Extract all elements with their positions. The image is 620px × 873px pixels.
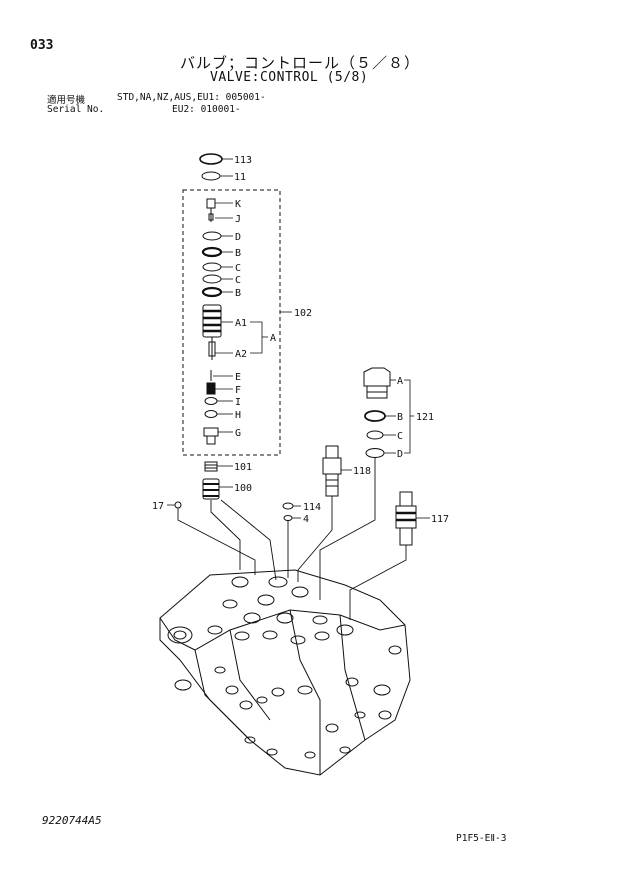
- o-ring-113: [199, 153, 223, 165]
- ring-i: [204, 397, 218, 405]
- page-number: 033: [30, 38, 54, 53]
- label-102: 102: [294, 308, 312, 319]
- label-f: F: [235, 385, 241, 396]
- label-121b: B: [397, 412, 403, 423]
- title-english: VALVE:CONTROL (5/8): [210, 70, 369, 85]
- label-11: 11: [234, 172, 246, 183]
- stem-a2: [208, 337, 216, 360]
- label-a2: A2: [235, 349, 247, 360]
- label-121c: C: [397, 431, 403, 442]
- ring-4: [283, 515, 293, 521]
- part-17: [174, 501, 182, 509]
- ring-121d: [365, 448, 385, 458]
- label-17: 17: [152, 501, 164, 512]
- label-118: 118: [353, 466, 371, 477]
- part-k: [206, 198, 216, 209]
- label-4: 4: [303, 514, 309, 525]
- label-b: B: [235, 248, 241, 259]
- assembly-box-102: [182, 189, 281, 456]
- spring-f: [206, 382, 216, 395]
- ring-c2: [202, 274, 222, 284]
- label-h: H: [235, 410, 241, 421]
- sheet-id: P1F5-EⅡ-3: [456, 833, 507, 844]
- ring-121c: [366, 430, 384, 440]
- ring-b: [201, 246, 223, 258]
- label-k: K: [235, 199, 241, 210]
- serial-range-2: EU2: 010001-: [172, 104, 241, 115]
- label-114: 114: [303, 502, 321, 513]
- part-101: [204, 461, 218, 472]
- label-100: 100: [234, 483, 252, 494]
- ring-114: [282, 502, 294, 510]
- label-b2: B: [235, 288, 241, 299]
- label-121a: A: [397, 376, 403, 387]
- ring-d: [202, 231, 222, 241]
- label-c2: C: [235, 275, 241, 286]
- label-d: D: [235, 232, 241, 243]
- document-number: 9220744A5: [42, 814, 102, 827]
- serial-range-1: STD,NA,NZ,AUS,EU1: 005001-: [117, 92, 266, 103]
- label-a1: A1: [235, 318, 247, 329]
- label-121d: D: [397, 449, 403, 460]
- label-j: J: [235, 214, 241, 225]
- ring-b2: [201, 286, 223, 298]
- label-a: A: [270, 333, 276, 344]
- title-japanese: バルブ；コントロール（５／８）: [180, 54, 421, 72]
- label-113: 113: [234, 155, 252, 166]
- valve-body: [159, 569, 411, 776]
- label-121: 121: [416, 412, 434, 423]
- relief-valve-121: [363, 367, 391, 399]
- part-100: [202, 478, 220, 500]
- plug-g: [203, 427, 219, 445]
- label-c1: C: [235, 263, 241, 274]
- label-101: 101: [234, 462, 252, 473]
- ring-121b: [364, 410, 386, 422]
- ring-c1: [202, 262, 222, 272]
- spool-a1: [202, 304, 222, 338]
- valve-117: [395, 491, 417, 546]
- label-i: I: [235, 397, 241, 408]
- label-e: E: [235, 372, 241, 383]
- ring-11: [201, 171, 221, 181]
- label-g: G: [235, 428, 241, 439]
- valve-118: [322, 445, 342, 497]
- ring-h: [204, 410, 218, 418]
- label-117: 117: [431, 514, 449, 525]
- part-j: [208, 213, 214, 221]
- applicable-label: 適用号機: [47, 95, 86, 106]
- serial-label: Serial No.: [47, 104, 105, 115]
